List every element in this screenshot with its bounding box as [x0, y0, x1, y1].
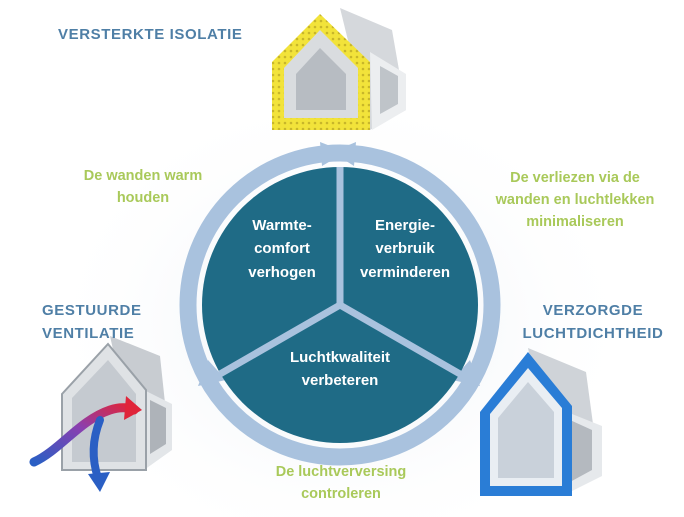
insulated-house-icon	[272, 8, 406, 130]
house-title-insulation: VERSTERKTE ISOLATIE	[58, 24, 242, 47]
house-title-line: GESTUURDE	[42, 302, 142, 319]
house-title-line: VERZORGDE	[542, 302, 644, 319]
segment-comfort-label: Warmte- comfort verhogen	[228, 214, 336, 284]
segment-airquality-label: Luchtkwaliteit verbeteren	[264, 346, 416, 393]
house-title-ventilation: GESTUURDE VENTILATIE	[42, 300, 142, 345]
segment-energy-line: Energie-	[374, 217, 435, 234]
segment-energy-line: verbruik	[375, 240, 435, 258]
step-label-line: minimaliseren	[526, 213, 624, 230]
step-label-line: De verliezen via de	[510, 170, 640, 186]
segment-comfort-line: verhogen	[248, 263, 316, 281]
cycle-ring	[179, 142, 501, 466]
center-circle	[202, 167, 478, 443]
house-title-line: VERSTERKTE ISOLATIE	[58, 26, 243, 43]
step-label-control-ventilation: De luchtverversing controleren	[246, 462, 436, 506]
house-title-airtightness: VERZORGDE LUCHTDICHTHEID	[508, 300, 678, 345]
segment-comfort-line: Warmte-	[252, 217, 312, 234]
segment-energy-line: verminderen	[359, 263, 451, 281]
step-label-line: wanden en luchtlekken	[495, 191, 655, 208]
segment-airquality-line: verbeteren	[301, 372, 379, 390]
segment-airquality-line: Luchtkwaliteit	[289, 349, 390, 366]
ring-arrowhead-left	[198, 360, 226, 386]
step-label-minimise-losses: De verliezen via de wanden en luchtlekke…	[468, 168, 682, 233]
ring-arrowhead-top-left	[320, 142, 346, 166]
step-label-line: De luchtverversing	[275, 464, 407, 480]
step-label-line: controleren	[301, 485, 381, 502]
segment-comfort-line: comfort	[254, 240, 310, 258]
step-label-line: houden	[116, 189, 170, 206]
airtight-house-icon	[480, 348, 602, 496]
house-title-line: LUCHTDICHTHEID	[522, 324, 664, 342]
house-title-line: VENTILATIE	[42, 324, 135, 342]
ventilated-house-icon	[29, 336, 172, 492]
ring-arrowhead-right	[452, 360, 480, 386]
ring-arrowhead-top-right	[332, 142, 356, 166]
segment-energy-label: Energie- verbruik verminderen	[344, 214, 466, 284]
step-label-walls-warm: De wanden warm houden	[58, 166, 228, 210]
step-label-line: De wanden warm	[83, 168, 203, 184]
